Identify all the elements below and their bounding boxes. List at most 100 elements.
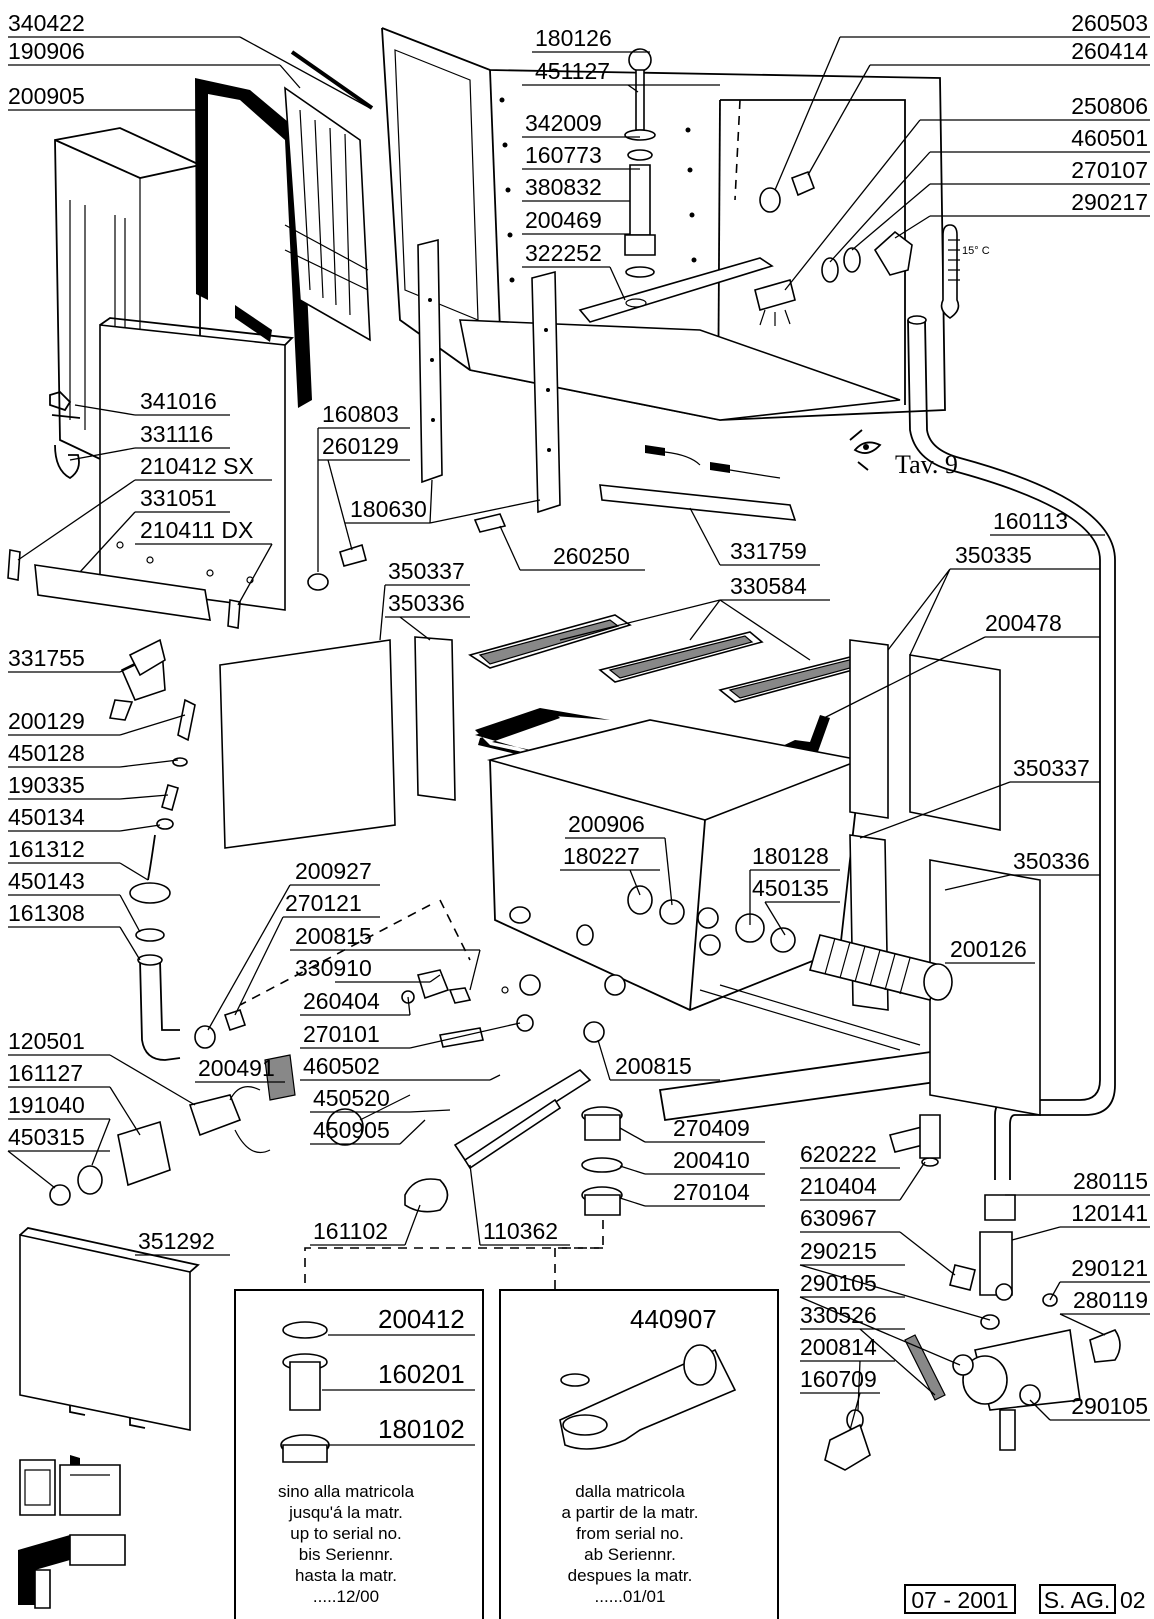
box-part-label: 180102 (378, 1414, 465, 1444)
part-label: 350337 (1013, 755, 1090, 781)
part-label: 450520 (313, 1085, 390, 1111)
part-label: 161127 (8, 1060, 83, 1086)
serial-note-line: despues la matr. (568, 1566, 693, 1585)
part-label: 200410 (673, 1147, 750, 1173)
front-cover-drawing (19, 1227, 200, 1431)
part-label: 161308 (8, 900, 85, 926)
part-label: 270409 (673, 1115, 750, 1141)
part-label: 190335 (8, 772, 85, 798)
serial-note-line: a partir de la matr. (561, 1503, 698, 1522)
part-label: 200491 (198, 1055, 275, 1081)
box-part-label: 440907 (630, 1304, 717, 1334)
part-label: 260250 (553, 543, 630, 569)
door-panel-drawing (284, 50, 374, 342)
footer-date: 07 - 2001 (911, 1587, 1008, 1613)
part-label: 191040 (8, 1092, 85, 1118)
part-label: 290105 (1071, 1393, 1148, 1419)
part-label: 630967 (800, 1205, 877, 1231)
part-label: 330910 (295, 955, 372, 981)
part-label: 280119 (1073, 1287, 1148, 1313)
part-label: 450315 (8, 1124, 85, 1150)
tav-reference: Tav. 9 (895, 450, 958, 479)
part-label: 350336 (388, 590, 465, 616)
serial-note-line: ab Seriennr. (584, 1545, 676, 1564)
part-label: 342009 (525, 110, 602, 136)
right-panels-drawing (849, 639, 1041, 1116)
serial-note-line: hasta la matr. (295, 1566, 397, 1585)
element-bracket-drawing (599, 445, 797, 521)
part-label: 450134 (8, 804, 85, 830)
pressure-switch-drawing (49, 1008, 296, 1206)
serial-note-line: jusqu'á la matr. (288, 1503, 403, 1522)
part-label: 450135 (752, 875, 829, 901)
main-cabinet-drawing (381, 27, 946, 421)
part-label: 200478 (985, 610, 1062, 636)
part-label: 331759 (730, 538, 807, 564)
part-label: 270104 (673, 1179, 750, 1205)
drain-fittings-drawing (581, 1106, 623, 1216)
ribbed-hose-drawing (809, 934, 953, 1001)
footer-page-number: 02 (1120, 1587, 1146, 1613)
door-gasket-drawing (195, 78, 312, 408)
serial-note-line: ......01/01 (595, 1587, 666, 1606)
part-label: 180126 (535, 25, 612, 51)
part-label: 250806 (1071, 93, 1148, 119)
part-label: 460501 (1071, 125, 1148, 151)
part-label: 180227 (563, 843, 640, 869)
serial-note-line: sino alla matricola (278, 1482, 415, 1501)
thermometer-label: 15° C (962, 245, 990, 257)
serial-note-line: dalla matricola (575, 1482, 685, 1501)
tank-fittings-drawing (627, 885, 796, 953)
box-part-label: 200412 (378, 1304, 465, 1334)
machine-thumbnail-drawing (18, 1455, 126, 1609)
part-label: 290217 (1071, 189, 1148, 215)
part-label: 450905 (313, 1117, 390, 1143)
part-label: 200906 (568, 811, 645, 837)
part-label: 380832 (525, 174, 602, 200)
part-label: 331755 (8, 645, 85, 671)
part-label: 450143 (8, 868, 85, 894)
serial-variant-boxes (234, 1289, 779, 1619)
part-label: 200927 (295, 858, 372, 884)
part-number-labels: 340422 190906 200905 341016 331116 21041… (8, 10, 1148, 1606)
part-label: 322252 (525, 240, 602, 266)
part-label: 330526 (800, 1302, 877, 1328)
part-label: 270107 (1071, 157, 1148, 183)
part-label: 340422 (8, 10, 85, 36)
part-label: 290215 (800, 1238, 877, 1264)
part-label: 161102 (313, 1218, 388, 1244)
part-label: 620222 (800, 1141, 877, 1167)
serial-note-line: .....12/00 (313, 1587, 379, 1606)
side-rails-drawing (417, 238, 561, 514)
footer-sheet-code: S. AG. (1044, 1587, 1110, 1613)
part-label: 460502 (303, 1053, 380, 1079)
wash-arm-shaft-drawing (578, 48, 774, 323)
part-drawings (7, 27, 1121, 1609)
part-label: 190906 (8, 38, 85, 64)
part-label: 290121 (1071, 1255, 1148, 1281)
part-label: 200129 (8, 708, 85, 734)
part-label: 180128 (752, 843, 829, 869)
serial-note-line: from serial no. (576, 1524, 684, 1543)
part-label: 351292 (138, 1228, 215, 1254)
part-label: 161312 (8, 836, 85, 862)
part-label: 200815 (295, 923, 372, 949)
part-label: 260503 (1071, 10, 1148, 36)
part-label: 260404 (303, 988, 380, 1014)
part-label: 331116 (140, 421, 213, 447)
part-label: 110362 (483, 1218, 558, 1244)
part-label: 210411 DX (140, 517, 253, 543)
eye-icon (849, 429, 882, 471)
part-label: 451127 (535, 58, 610, 84)
part-label: 270121 (285, 890, 362, 916)
heater-thermometer-drawing (326, 969, 605, 1213)
part-label: 200815 (615, 1053, 692, 1079)
part-label: 270101 (303, 1021, 380, 1047)
part-label: 120141 (1071, 1200, 1148, 1226)
serial-note-line: bis Seriennr. (299, 1545, 394, 1564)
bolt-washer-drawing (307, 513, 507, 591)
part-label: 350336 (1013, 848, 1090, 874)
inlet-valve-group-drawing (824, 1114, 1121, 1471)
part-label: 210412 SX (140, 453, 254, 479)
part-label: 210404 (800, 1173, 877, 1199)
